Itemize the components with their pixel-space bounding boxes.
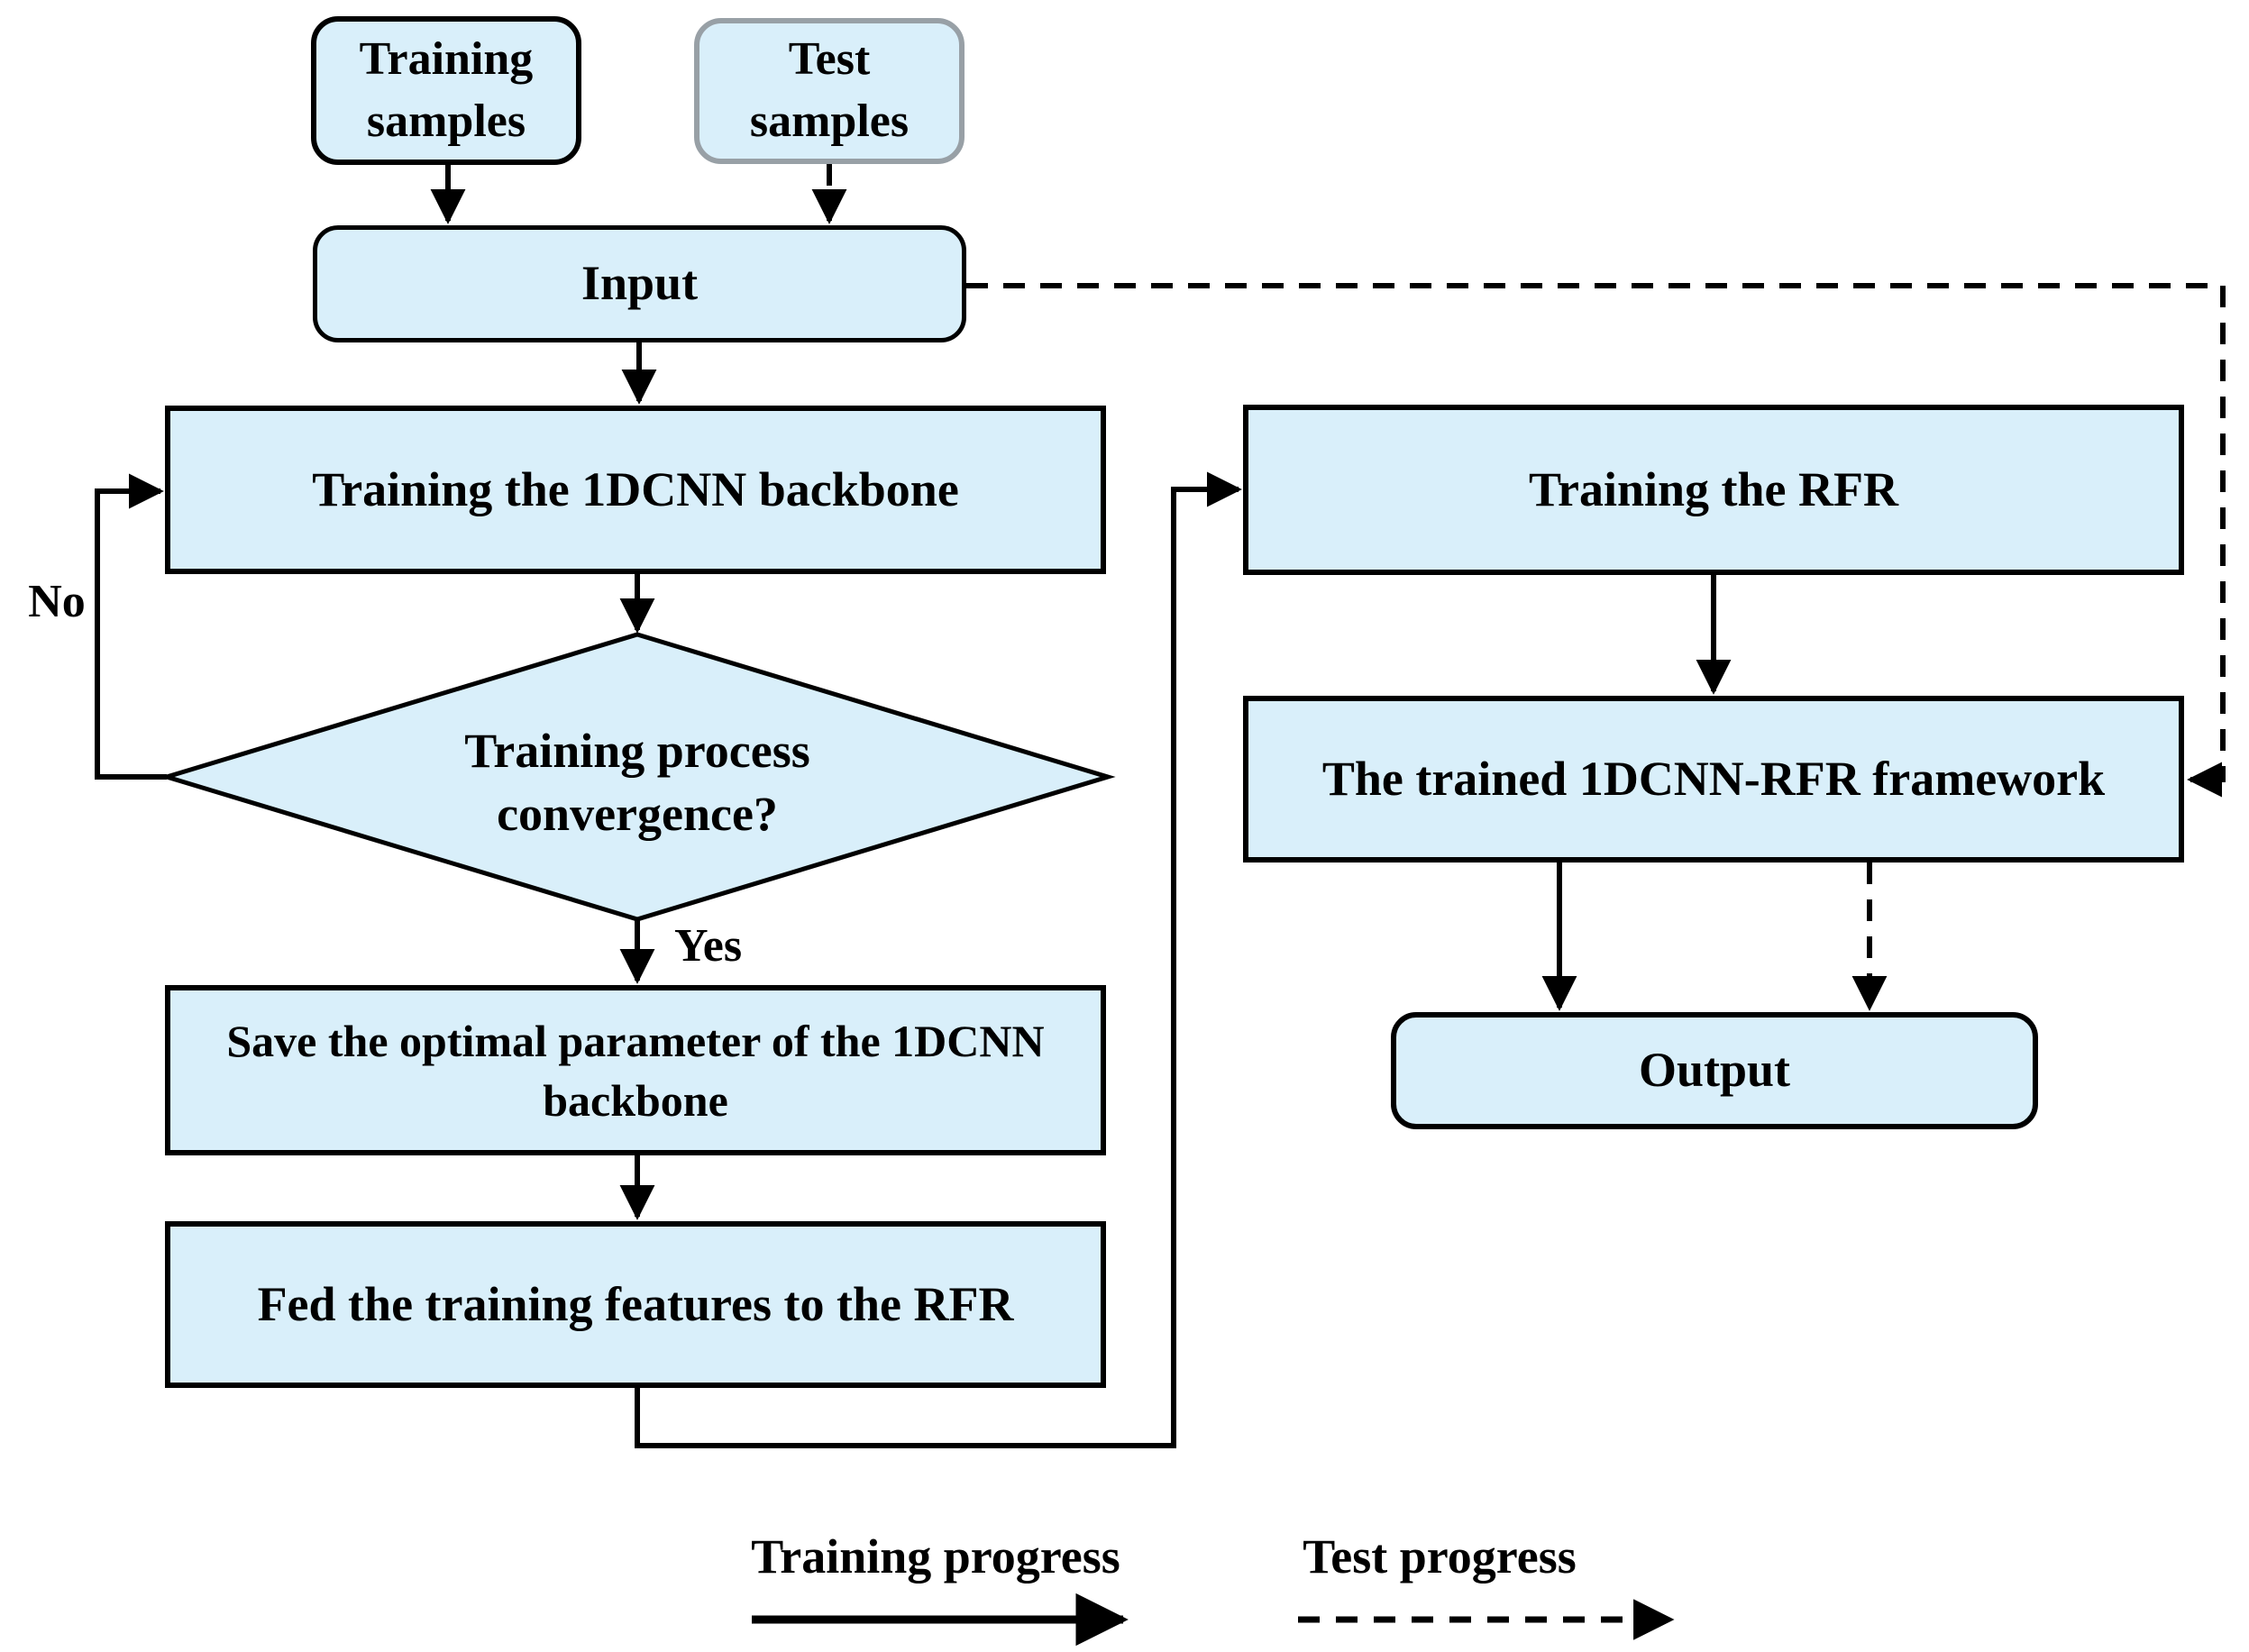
node-test-samples-label-line2: samples bbox=[749, 96, 910, 147]
node-training-the-rfr: Training the RFR bbox=[1243, 405, 2184, 575]
node-convergence-label: Training process convergence? bbox=[322, 715, 953, 850]
node-save-optimal-parameter: Save the optimal parameter of the 1DCNN … bbox=[165, 985, 1106, 1155]
legend-training-progress-label: Training progress bbox=[751, 1529, 1120, 1584]
node-save-optimal-parameter-line1: Save the optimal parameter of the 1DCNN bbox=[226, 1015, 1045, 1066]
node-trained-1dcnn-rfr-framework-label: The trained 1DCNN-RFR framework bbox=[1321, 751, 2106, 806]
node-fed-training-features: Fed the training features to the RFR bbox=[165, 1221, 1106, 1388]
edge-no-loop bbox=[95, 473, 167, 780]
node-trained-1dcnn-rfr-framework: The trained 1DCNN-RFR framework bbox=[1243, 696, 2184, 863]
edge-fed-to-rfr bbox=[635, 471, 1242, 1448]
node-test-samples: Test samples bbox=[694, 18, 965, 164]
node-training-samples-label-line2: samples bbox=[366, 95, 526, 147]
node-test-samples-label-line1: Test bbox=[788, 33, 871, 86]
node-convergence-label-line2: convergence? bbox=[497, 787, 778, 841]
node-training-samples: Training samples bbox=[311, 16, 581, 165]
node-input-label: Input bbox=[581, 256, 699, 311]
node-input: Input bbox=[313, 225, 966, 342]
node-training-the-rfr-label: Training the RFR bbox=[1528, 461, 1898, 516]
node-training-1dcnn-backbone-label: Training the 1DCNN backbone bbox=[312, 461, 959, 516]
branch-label-no: No bbox=[28, 576, 86, 627]
node-convergence-label-line1: Training process bbox=[464, 723, 810, 778]
node-fed-training-features-label: Fed the training features to the RFR bbox=[257, 1276, 1014, 1331]
edge-input-to-framework-dashed bbox=[966, 283, 2226, 798]
node-save-optimal-parameter-line2: backbone bbox=[543, 1074, 728, 1126]
node-training-1dcnn-backbone: Training the 1DCNN backbone bbox=[165, 406, 1106, 574]
branch-label-yes: Yes bbox=[674, 920, 743, 972]
node-output: Output bbox=[1391, 1012, 2038, 1129]
node-training-samples-label-line1: Training bbox=[359, 32, 534, 85]
node-output-label: Output bbox=[1638, 1043, 1791, 1098]
legend-test-progress-label: Test progress bbox=[1303, 1529, 1577, 1584]
